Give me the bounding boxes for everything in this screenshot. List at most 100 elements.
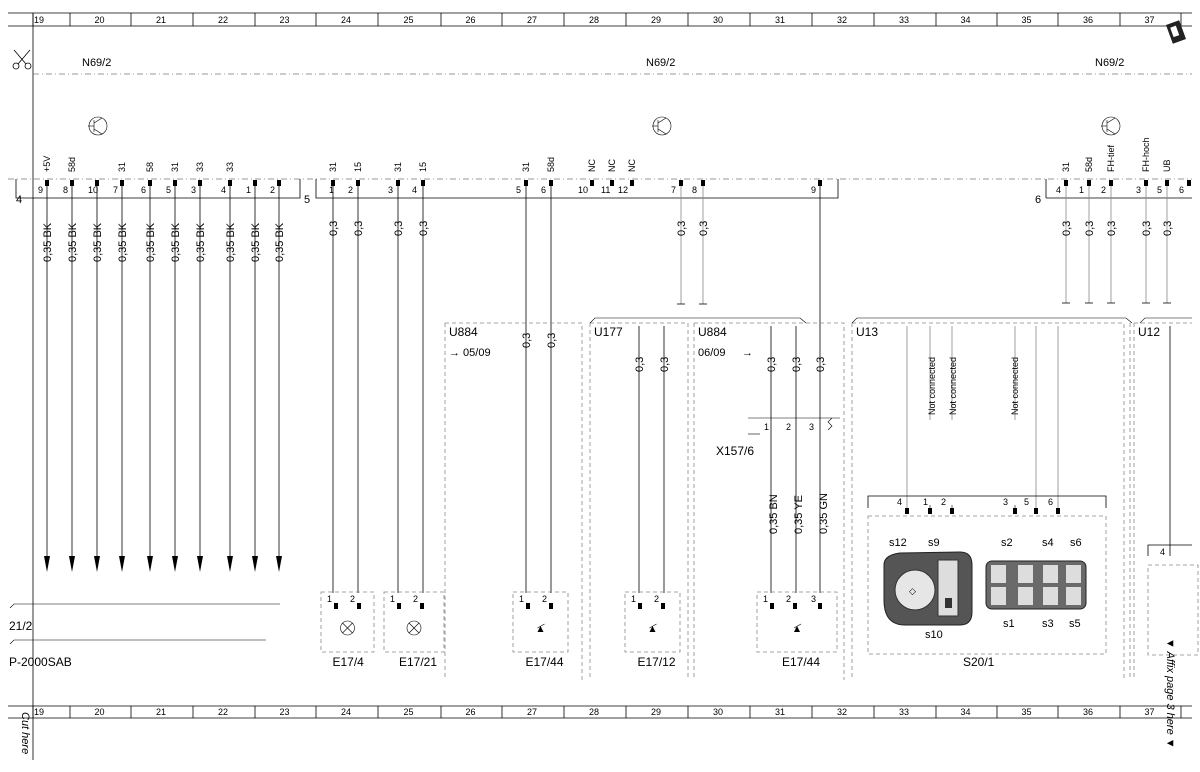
pin-signal-label: 58d — [1084, 157, 1094, 172]
pin-number: 1 — [923, 497, 928, 507]
affix-label: ▼ Affix page 3 here ▼ — [1164, 638, 1176, 749]
window-switch-icon — [985, 560, 1087, 610]
pin-signal-label: 15 — [353, 162, 363, 172]
arrow-icon — [197, 556, 203, 572]
ruler-number: 31 — [775, 15, 785, 25]
wire-label: 0,3 — [328, 221, 340, 236]
pin-signal-label: 58d — [546, 157, 556, 172]
ruler-number: 33 — [899, 707, 909, 717]
switch-label: s1 — [1003, 618, 1015, 630]
ruler-number: 27 — [527, 707, 537, 717]
wire-label: 0,35 BK — [195, 222, 207, 262]
page-ref: 21/2 — [9, 619, 33, 633]
x157-label: X157/6 — [716, 444, 754, 458]
wire-label: 0,3 — [546, 333, 558, 348]
pin-number: 3 — [191, 185, 196, 195]
component-pin: 1 — [327, 594, 332, 604]
connector-4-label: 4 — [16, 194, 22, 206]
wire-label: 0,3 — [634, 357, 646, 372]
wire-label: 0,35 BK — [117, 222, 129, 262]
zone-label-u177: U177 — [594, 325, 623, 339]
mirror-switch-icon: ◇ — [883, 551, 973, 626]
bottom-ruler — [8, 705, 1192, 719]
module-label-n69-mid: N69/2 — [646, 57, 675, 69]
pin-terminal — [679, 180, 683, 186]
pin-terminal — [1056, 508, 1060, 514]
pin-number: 8 — [692, 185, 697, 195]
arrow-icon — [147, 556, 153, 572]
pin-terminal — [950, 508, 954, 514]
wire-label: 0,3 — [521, 333, 533, 348]
svg-text:3: 3 — [809, 422, 814, 432]
pin-number: 7 — [113, 185, 118, 195]
wire-label: 0,3 — [1162, 221, 1174, 236]
pin-number: 5 — [1157, 185, 1162, 195]
pin-terminal — [630, 180, 634, 186]
pin-signal-label: 31 — [393, 162, 403, 172]
switch-label: s10 — [925, 629, 943, 641]
led-icon — [649, 623, 657, 632]
transistor-icon — [652, 116, 672, 136]
pin-terminal — [1013, 508, 1017, 514]
pin-terminal — [148, 180, 152, 186]
ruler-number: 32 — [837, 15, 847, 25]
component-pin: 1 — [390, 594, 395, 604]
arrow-icon — [276, 556, 282, 572]
pin-terminal — [198, 180, 202, 186]
wire-label: 0,35 BK — [92, 222, 104, 262]
pin-terminal — [524, 180, 528, 186]
svg-text:◇: ◇ — [909, 586, 916, 596]
pin-terminal — [610, 180, 614, 186]
tape-icon — [1166, 20, 1186, 44]
cut-here-label: Cut here — [19, 712, 31, 754]
pin-number: 2 — [1101, 185, 1106, 195]
module-label-n69-left: N69/2 — [82, 57, 111, 69]
arrow-icon — [172, 556, 178, 572]
pin-number: 5 — [1024, 497, 1029, 507]
pin-number: 4 — [1056, 185, 1061, 195]
arrow-icon — [69, 556, 75, 572]
pin-terminal — [1165, 180, 1169, 186]
component-pin: 2 — [413, 594, 418, 604]
pin-terminal — [253, 180, 257, 186]
pin-number: 4 — [412, 185, 417, 195]
pin-terminal — [396, 180, 400, 186]
connector-6-label: 6 — [1035, 194, 1041, 206]
ref-brackets — [9, 603, 280, 645]
pin-number: 1 — [246, 185, 251, 195]
component-pin: 2 — [542, 594, 547, 604]
x157-connector — [748, 417, 840, 435]
pin-terminal — [95, 180, 99, 186]
zone-arrow-u884b: → — [742, 347, 753, 359]
svg-text:1: 1 — [764, 422, 769, 432]
wire-label: 0,3 — [418, 221, 430, 236]
pin-terminal — [397, 603, 401, 609]
wire-label: 0,3 — [791, 357, 803, 372]
ruler-number: 29 — [651, 707, 661, 717]
pin-terminal — [228, 180, 232, 186]
wire-label: 0,3 — [659, 357, 671, 372]
pin-terminal — [1087, 180, 1091, 186]
zone-label-u884a: U884 — [449, 325, 478, 339]
pin-terminal — [1109, 180, 1113, 186]
not-connected-label: Not connected — [927, 357, 937, 415]
wire-label-ye: 0,35 YE — [793, 495, 805, 534]
arrow-icon — [44, 556, 50, 572]
pin-terminal — [45, 180, 49, 186]
pin-terminal — [1034, 508, 1038, 514]
pin-number: 5 — [166, 185, 171, 195]
pin-signal-label: 15 — [418, 162, 428, 172]
pin-signal-label: 33 — [225, 162, 235, 172]
ruler-number: 37 — [1145, 15, 1155, 25]
zone-label-u884b: U884 — [698, 325, 727, 339]
wire-label: 0,3 — [766, 357, 778, 372]
pin-terminal — [1144, 180, 1148, 186]
pin-number: 6 — [1179, 185, 1184, 195]
wire-label: 0,3 — [676, 221, 688, 236]
ruler-number: 21 — [156, 707, 166, 717]
transistor-icon — [88, 116, 108, 136]
